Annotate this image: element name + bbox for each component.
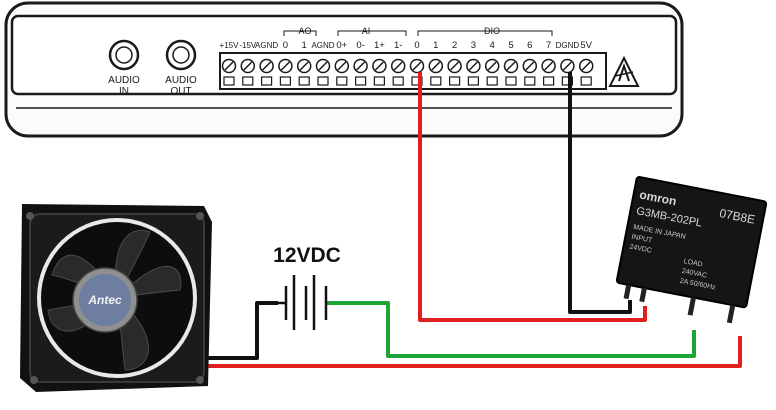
pin-label: DGND	[556, 41, 580, 50]
relay-load-label: LOAD	[683, 258, 703, 269]
relay-input-label: INPUT	[631, 234, 654, 245]
terminal-screw[interactable]	[390, 58, 406, 86]
wire-red-dio0	[418, 72, 647, 322]
fan	[20, 204, 212, 392]
relay-brand: omron	[638, 188, 677, 209]
terminal-screw[interactable]	[578, 58, 594, 86]
audio-out-label-2: OUT	[170, 86, 191, 97]
pin-label: 0	[283, 40, 288, 51]
esd-warning-icon	[608, 55, 640, 87]
audio-in-label: AUDIO	[108, 75, 140, 86]
terminal-screw[interactable]	[428, 58, 444, 86]
ao-group-label: AO	[298, 26, 311, 36]
terminal-screw[interactable]	[259, 58, 274, 86]
ao-bracket	[283, 30, 317, 36]
pin-label: 2	[452, 40, 457, 51]
audio-out-label: AUDIO	[165, 75, 197, 86]
wire-red-fan	[206, 336, 742, 368]
pin-label: 1-	[394, 40, 402, 51]
pin-label: 3	[471, 40, 476, 51]
pin-label: 5V	[580, 40, 592, 51]
relay-input-value: 24VDC	[629, 243, 652, 254]
pin-label: AGND	[255, 41, 278, 50]
battery-label: 12VDC	[273, 244, 341, 267]
terminals	[221, 58, 594, 86]
terminal-screw[interactable]	[560, 58, 575, 86]
pin-label: 1+	[374, 40, 385, 51]
terminal-screw[interactable]	[409, 58, 425, 86]
pin-label: 0-	[356, 40, 364, 51]
terminal-screw[interactable]	[541, 58, 556, 86]
pin-label: 6	[527, 40, 532, 51]
pin-label: 0	[414, 40, 419, 51]
dio-group-label: DIO	[484, 26, 500, 36]
pin-label: 5	[508, 40, 513, 51]
audio-in-label-2: IN	[119, 86, 129, 97]
pin-label: AGND	[311, 41, 334, 50]
relay-code: 07B8E	[718, 206, 756, 227]
pin-label: 1	[302, 40, 307, 51]
ai-bracket	[337, 30, 407, 36]
terminal-screw[interactable]	[522, 58, 538, 86]
pin-label: 4	[490, 40, 495, 51]
terminal-screw[interactable]	[466, 58, 481, 86]
terminal-screw[interactable]	[296, 58, 312, 86]
terminal-screw[interactable]	[221, 58, 237, 86]
terminal-screw[interactable]	[503, 58, 519, 86]
relay-load-value-1: 240VAC	[681, 268, 707, 280]
pin-label: -15V	[239, 41, 257, 50]
ai-group-label: AI	[362, 26, 371, 36]
terminal-screw[interactable]	[447, 58, 462, 86]
fan-brand-label: Antec	[87, 293, 122, 307]
relay: omron 07B8E G3MB-202PL MADE IN JAPAN INP…	[615, 176, 768, 324]
terminal-screw[interactable]	[484, 58, 500, 86]
wire-black-dgnd	[568, 72, 632, 314]
wire-green-load	[326, 301, 696, 358]
wire-black-fan	[208, 301, 278, 360]
terminal-screw[interactable]	[334, 58, 350, 86]
terminal-screw[interactable]	[372, 58, 387, 86]
pin-label: 0+	[336, 40, 347, 51]
terminal-screw[interactable]	[353, 58, 368, 86]
audio-in-jack[interactable]	[108, 39, 140, 71]
daq-device: AUDIO IN AUDIO OUT AO AI DIO +15V-15VAGN…	[4, 1, 684, 138]
terminal-screw[interactable]	[278, 58, 293, 86]
battery-symbol	[278, 275, 328, 330]
terminal-screw[interactable]	[240, 58, 256, 86]
pin-label: 7	[546, 40, 551, 51]
pin-label: +15V	[220, 41, 240, 50]
dio-bracket	[417, 30, 553, 36]
terminal-screw[interactable]	[315, 58, 331, 86]
pin-label: 1	[433, 40, 438, 51]
audio-out-jack[interactable]	[165, 39, 197, 71]
